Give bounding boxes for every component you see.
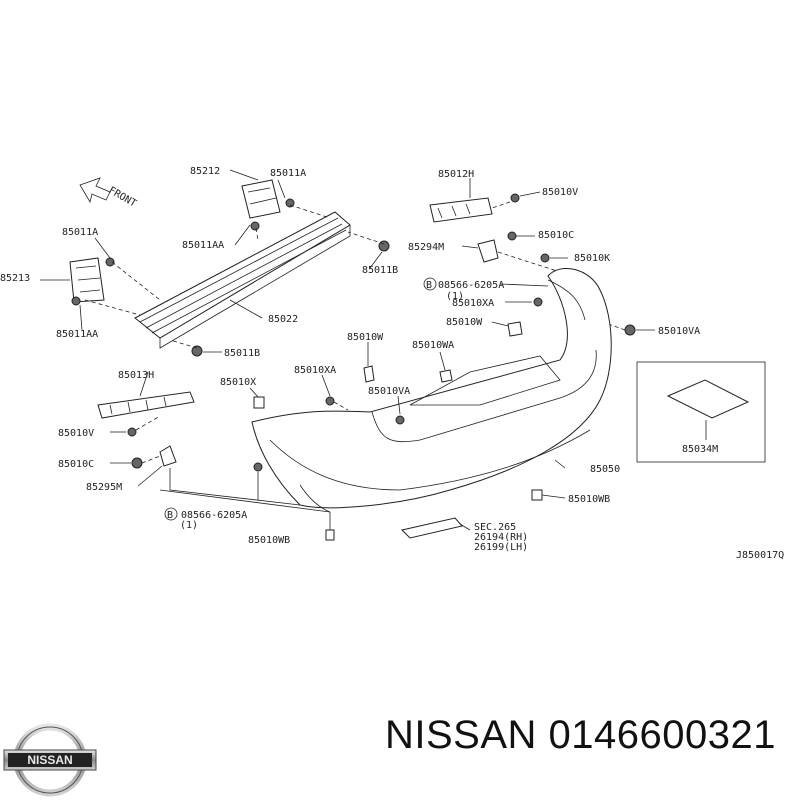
- label-85212: 85212: [190, 166, 220, 177]
- label-85010w-right: 85010W: [446, 317, 483, 328]
- label-85013h: 85013H: [118, 370, 154, 381]
- clip-85010c-left: [131, 457, 143, 469]
- label-85010xa-mid: 85010XA: [294, 365, 336, 376]
- label-85010x: 85010X: [220, 377, 256, 388]
- screw-85010xa-mid: [325, 396, 335, 406]
- screw-85010v-left: [127, 427, 137, 437]
- left-bracket: [69, 257, 115, 306]
- label-85034m: 85034M: [682, 444, 718, 455]
- label-85213: 85213: [0, 273, 30, 284]
- clip-85010k: [540, 253, 550, 263]
- label-85010wb-right: 85010WB: [568, 494, 610, 505]
- label-08566-bottom-qty: (1): [180, 520, 198, 531]
- label-85010xa-right: 85010XA: [452, 298, 494, 309]
- brand-title: NISSAN 0146600321: [385, 713, 776, 757]
- b-circle-bottom-icon: [164, 507, 178, 521]
- bumper-fascia: [251, 268, 612, 513]
- label-85294m: 85294M: [408, 242, 444, 253]
- inset-box: [636, 361, 766, 463]
- front-arrow-icon: [79, 177, 111, 204]
- clip-85010w-mid: [363, 365, 375, 383]
- label-85011a-left: 85011A: [62, 227, 98, 238]
- label-85011aa-left: 85011AA: [56, 329, 98, 340]
- label-85010wb-bottom: 85010WB: [248, 535, 290, 546]
- label-08566-bottom: 08566-6205A: [181, 510, 247, 521]
- label-sec265: SEC.265: [474, 522, 516, 533]
- label-85011a-top: 85011A: [270, 168, 306, 179]
- nissan-logo-icon: NISSAN: [3, 723, 97, 797]
- front-label: FRONT: [107, 185, 139, 210]
- screw-08566-bottom: [253, 462, 263, 472]
- label-26194: 26194(RH): [474, 532, 528, 543]
- label-85010k: 85010K: [574, 253, 610, 264]
- label-85010c-left: 85010C: [58, 459, 94, 470]
- label-85050: 85050: [590, 464, 620, 475]
- label-85010w-mid: 85010W: [347, 332, 384, 343]
- clip-85010wa: [439, 369, 453, 383]
- label-85010v-top: 85010V: [542, 187, 578, 198]
- reinforcement-beam: [134, 211, 351, 349]
- part-85294m: [477, 239, 499, 263]
- label-85010va-right: 85010VA: [658, 326, 700, 337]
- label-08566-top-qty: (1): [446, 291, 464, 302]
- label-26199: 26199(LH): [474, 542, 528, 553]
- label-85010wa: 85010WA: [412, 340, 454, 351]
- label-85010c-top: 85010C: [538, 230, 574, 241]
- pad-85034m: [666, 379, 750, 419]
- label-85011b-bottom: 85011B: [224, 348, 260, 359]
- diagram-code: J850017Q: [736, 550, 784, 561]
- label-85011aa-top: 85011AA: [182, 240, 224, 251]
- screw-85010xa-right: [533, 297, 543, 307]
- label-85012h: 85012H: [438, 169, 474, 180]
- label-85011b-right: 85011B: [362, 265, 398, 276]
- bracket-85012h: [429, 193, 520, 241]
- screw-85010va-mid: [395, 415, 405, 425]
- screw-85010va-right: [624, 324, 636, 336]
- label-85010va-mid: 85010VA: [368, 386, 410, 397]
- label-85022: 85022: [268, 314, 298, 325]
- b-circle-top-icon: [423, 277, 437, 291]
- clip-85010w-right: [507, 321, 523, 337]
- label-08566-top: 08566-6205A: [438, 280, 504, 291]
- logo-text: NISSAN: [27, 753, 72, 767]
- clip-85011b-bottom: [191, 345, 203, 357]
- part-85295m: [159, 445, 177, 467]
- bracket-85013h: [97, 391, 195, 419]
- b-circle-top-letter: B: [426, 280, 432, 291]
- top-bracket: [241, 179, 295, 231]
- clip-85010wb-right: [531, 489, 543, 501]
- clip-85010wb-bottom: [325, 529, 335, 541]
- label-85295m: 85295M: [86, 482, 122, 493]
- reflector: [401, 517, 463, 539]
- clip-85010x: [253, 396, 265, 409]
- label-85010v-left: 85010V: [58, 428, 94, 439]
- b-circle-bottom-letter: B: [167, 510, 173, 521]
